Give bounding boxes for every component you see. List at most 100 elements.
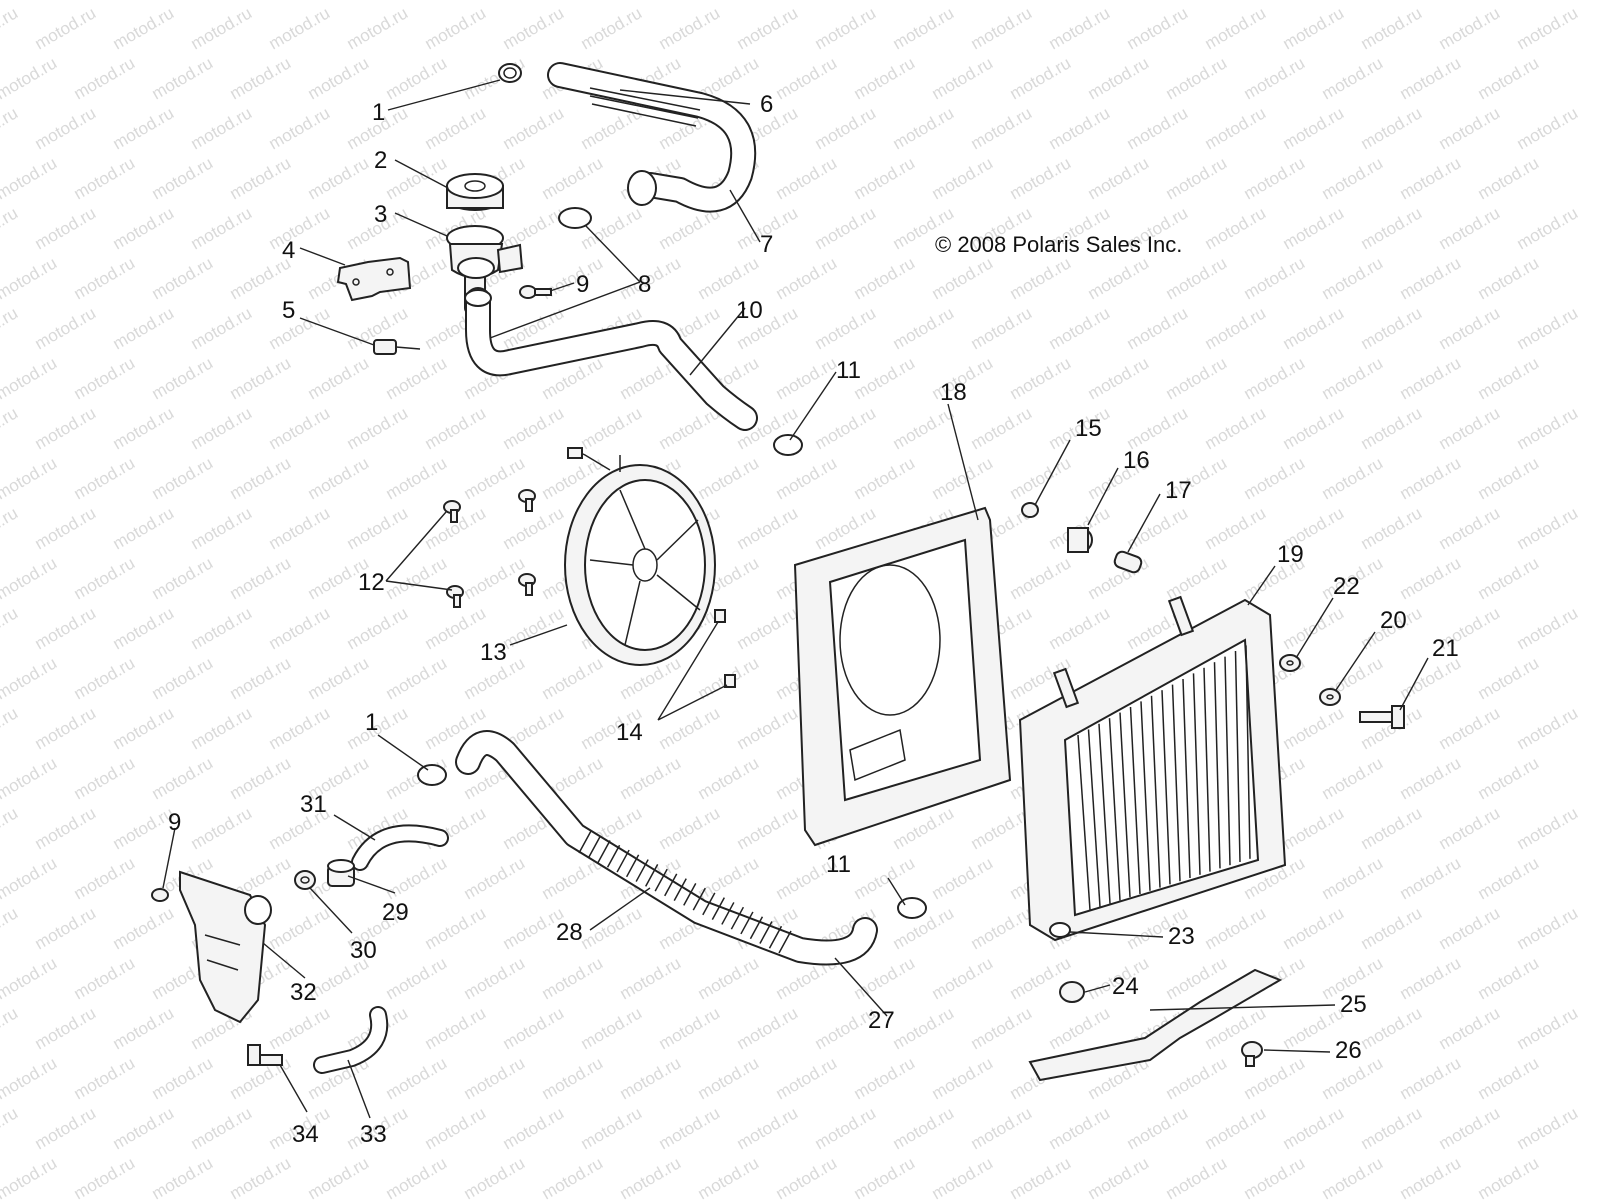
- watermark-text: motod.ru: [773, 53, 841, 103]
- watermark-text: motod.ru: [773, 453, 841, 503]
- watermark-text: motod.ru: [110, 503, 178, 553]
- hose-corrugation: [683, 883, 697, 906]
- watermark-text: motod.ru: [1124, 403, 1192, 453]
- watermark-text: motod.ru: [1475, 553, 1543, 603]
- watermark-text: motod.ru: [1163, 353, 1231, 403]
- watermark-text: motod.ru: [149, 353, 217, 403]
- watermark-text: motod.ru: [32, 1003, 100, 1053]
- watermark-text: motod.ru: [110, 203, 178, 253]
- watermark-text: motod.ru: [149, 453, 217, 503]
- watermark-text: motod.ru: [32, 103, 100, 153]
- watermark-text: motod.ru: [1319, 1153, 1387, 1200]
- hose-corrugation: [578, 830, 592, 854]
- watermark-text: motod.ru: [32, 703, 100, 753]
- watermark-text: motod.ru: [1436, 703, 1504, 753]
- watermark-text: motod.ru: [851, 1153, 919, 1200]
- watermark-text: motod.ru: [1358, 3, 1426, 53]
- watermark-text: motod.ru: [461, 553, 529, 603]
- watermark-text: motod.ru: [734, 703, 802, 753]
- hose-corrugation: [759, 921, 773, 944]
- watermark-text: motod.ru: [968, 903, 1036, 953]
- watermark-text: motod.ru: [1397, 553, 1465, 603]
- watermark-text: motod.ru: [1514, 403, 1582, 453]
- hose-corrugation: [730, 906, 745, 930]
- callout-6: 6: [760, 91, 773, 118]
- watermark-text: motod.ru: [539, 1153, 607, 1200]
- watermark-text: motod.ru: [1280, 403, 1348, 453]
- watermark-text: motod.ru: [188, 1103, 256, 1153]
- hose-corrugation: [645, 863, 659, 887]
- watermark-text: motod.ru: [500, 203, 568, 253]
- watermark-text: motod.ru: [1007, 53, 1075, 103]
- hose-corrugation: [673, 878, 687, 901]
- watermark-text: motod.ru: [149, 753, 217, 803]
- watermark-text: motod.ru: [305, 1153, 373, 1200]
- watermark-text: motod.ru: [422, 3, 490, 53]
- watermark-text: motod.ru: [578, 903, 646, 953]
- watermark-text: motod.ru: [422, 1003, 490, 1053]
- watermark-text: motod.ru: [1358, 903, 1426, 953]
- callout-30: 30: [350, 937, 377, 964]
- watermark-text: motod.ru: [383, 1153, 451, 1200]
- watermark-text: motod.ru: [734, 803, 802, 853]
- watermark-text: motod.ru: [1514, 1003, 1582, 1053]
- callout-10: 10: [736, 297, 763, 324]
- watermark-text: motod.ru: [851, 0, 919, 3]
- watermark-text: motod.ru: [305, 53, 373, 103]
- watermark-text: motod.ru: [1202, 103, 1270, 153]
- hose-corrugation: [616, 849, 630, 873]
- watermark-text: motod.ru: [1397, 0, 1465, 3]
- callout-7: 7: [760, 231, 773, 258]
- watermark-text: motod.ru: [32, 603, 100, 653]
- callout-numbers: 1 2 3 4 5 6 7 8 9 10 11 12 13 14 15 16 1…: [168, 91, 1459, 1148]
- watermark-text: motod.ru: [188, 803, 256, 853]
- hose-corrugation: [692, 887, 706, 911]
- watermark-text: motod.ru: [1397, 53, 1465, 103]
- watermark-text: motod.ru: [617, 953, 685, 1003]
- watermark-text: motod.ru: [1280, 3, 1348, 53]
- watermark-text: motod.ru: [1436, 3, 1504, 53]
- watermark-text: motod.ru: [578, 103, 646, 153]
- watermark-text: motod.ru: [617, 1153, 685, 1200]
- watermark-text: motod.ru: [656, 703, 724, 753]
- watermark-text: motod.ru: [1280, 803, 1348, 853]
- radiator-cap: [446, 173, 504, 211]
- washer-22: [1279, 654, 1301, 672]
- watermark-text: motod.ru: [110, 603, 178, 653]
- watermark-text: motod.ru: [1319, 0, 1387, 3]
- watermark-text: motod.ru: [71, 353, 139, 403]
- spacer-17: [1113, 550, 1143, 574]
- watermark-text: motod.ru: [929, 153, 997, 203]
- watermark-text: motod.ru: [0, 553, 60, 603]
- radiator-fin: [1129, 706, 1141, 895]
- watermark-text: motod.ru: [539, 0, 607, 3]
- watermark-text: motod.ru: [1124, 3, 1192, 53]
- watermark-text: motod.ru: [1436, 1003, 1504, 1053]
- watermark-text: motod.ru: [1241, 0, 1309, 3]
- watermark-text: motod.ru: [188, 103, 256, 153]
- watermark-text: motod.ru: [149, 253, 217, 303]
- watermark-text: motod.ru: [734, 603, 802, 653]
- watermark-text: motod.ru: [383, 453, 451, 503]
- hose-corrugation: [711, 897, 725, 921]
- watermark-text: motod.ru: [110, 1103, 178, 1153]
- grommet-15: [1021, 502, 1039, 518]
- watermark-text: motod.ru: [1163, 253, 1231, 303]
- radiator-fin: [1171, 684, 1181, 882]
- watermark-text: motod.ru: [32, 503, 100, 553]
- watermark-text: motod.ru: [578, 403, 646, 453]
- watermark-text: motod.ru: [734, 1003, 802, 1053]
- watermark-text: motod.ru: [0, 53, 60, 103]
- hose-corrugation: [702, 892, 716, 916]
- watermark-text: motod.ru: [305, 0, 373, 3]
- watermark-text: motod.ru: [1280, 303, 1348, 353]
- watermark-text: motod.ru: [0, 503, 21, 553]
- watermark-text: motod.ru: [1514, 1103, 1582, 1153]
- watermark-text: motod.ru: [1085, 1153, 1153, 1200]
- watermark-text: motod.ru: [695, 753, 763, 803]
- gasket-30: [294, 870, 316, 890]
- watermark-text: motod.ru: [1397, 1153, 1465, 1200]
- watermark-text: motod.ru: [1514, 903, 1582, 953]
- watermark-text: motod.ru: [1007, 1153, 1075, 1200]
- watermark-text: motod.ru: [422, 603, 490, 653]
